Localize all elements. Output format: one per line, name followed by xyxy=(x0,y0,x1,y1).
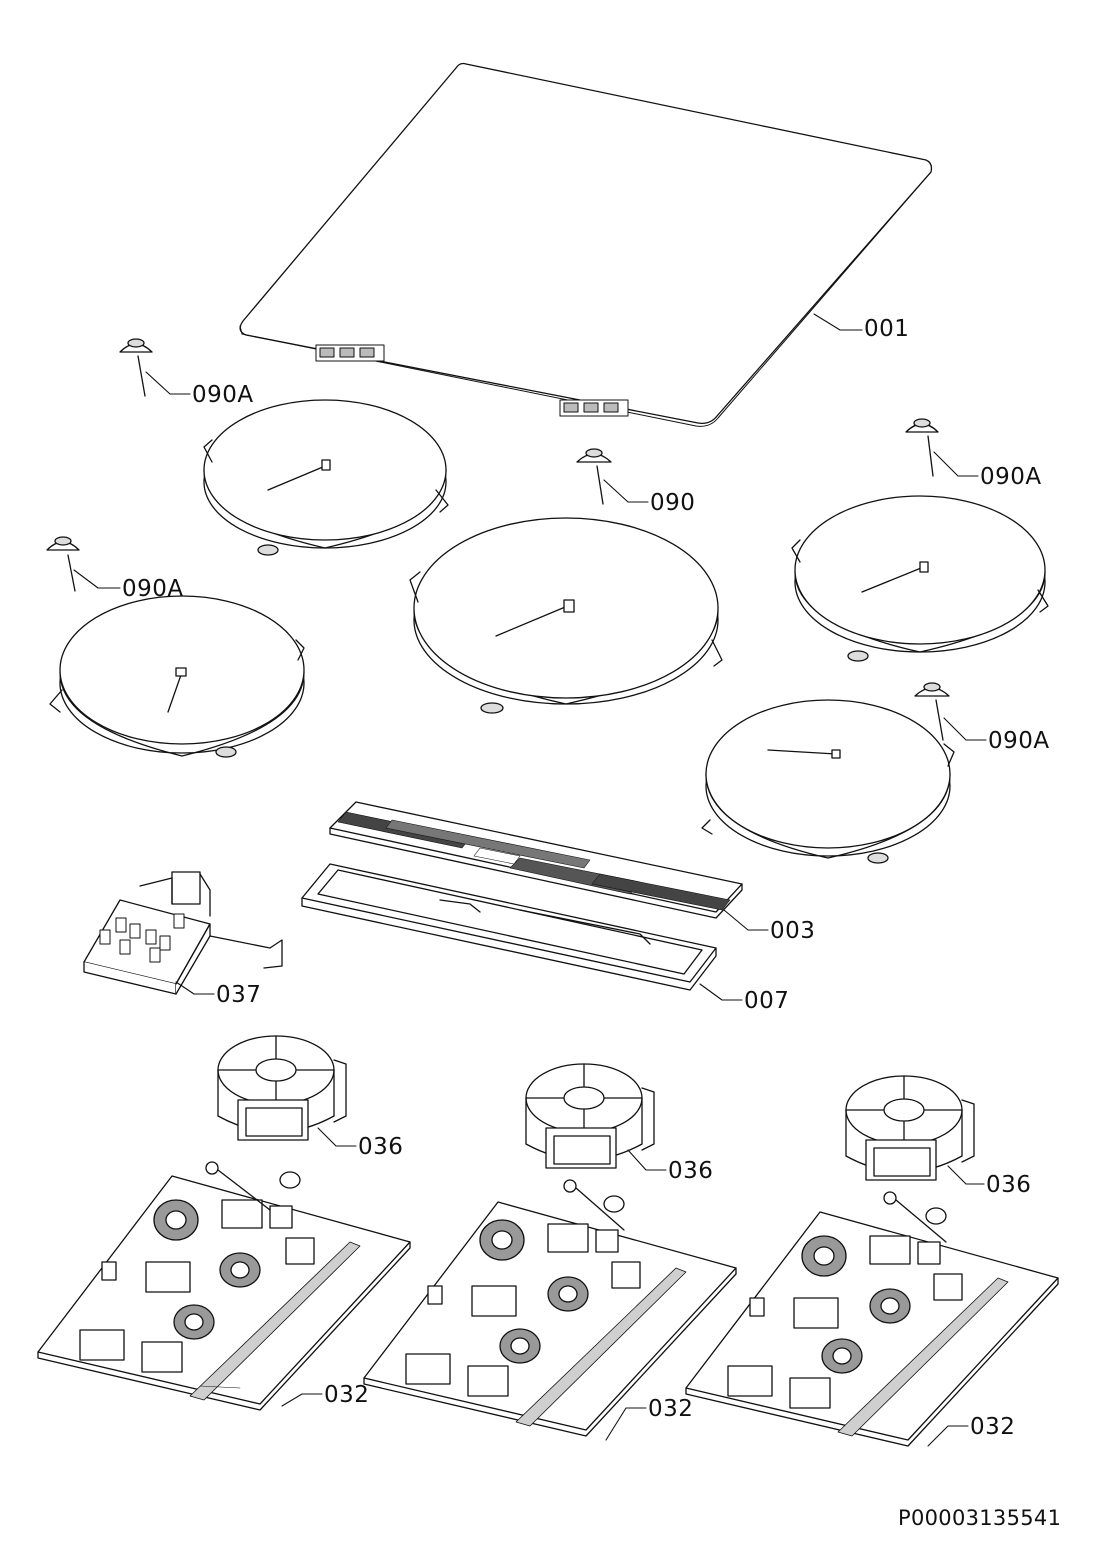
cooling-fan xyxy=(217,1035,347,1141)
temperature-sensor xyxy=(119,338,153,397)
part-label-terminal-block: 037 xyxy=(216,982,262,1008)
temperature-sensor xyxy=(46,536,80,592)
induction-coil xyxy=(701,699,955,864)
temperature-sensor xyxy=(576,448,612,505)
control-frame xyxy=(301,863,717,991)
cooling-fan xyxy=(845,1075,975,1181)
induction-coil xyxy=(409,517,723,714)
part-label-sensor-left-top: 090A xyxy=(192,382,254,408)
part-label-power-board-left: 032 xyxy=(324,1382,370,1408)
part-label-control-board: 003 xyxy=(770,918,816,944)
document-id: P00003135541 xyxy=(898,1506,1062,1530)
power-board xyxy=(363,1179,737,1437)
part-label-power-board-right: 032 xyxy=(970,1414,1016,1440)
part-label-control-frame: 007 xyxy=(744,988,790,1014)
part-label-glass-top: 001 xyxy=(864,316,910,342)
glass-bracket xyxy=(315,344,385,362)
part-label-sensor-right-low: 090A xyxy=(988,728,1050,754)
power-board xyxy=(37,1161,411,1411)
part-label-sensor-right-top: 090A xyxy=(980,464,1042,490)
glass-bracket xyxy=(559,399,629,417)
cooling-fan xyxy=(525,1063,655,1169)
part-label-fan-center: 036 xyxy=(668,1158,714,1184)
induction-coil xyxy=(203,399,449,556)
part-label-sensor-left-mid: 090A xyxy=(122,576,184,602)
leader-lines xyxy=(73,313,987,1447)
part-label-sensor-center: 090 xyxy=(650,490,696,516)
control-board xyxy=(329,801,743,919)
glass-top-plate xyxy=(239,62,933,427)
induction-coil xyxy=(49,595,305,758)
part-label-fan-right: 036 xyxy=(986,1172,1032,1198)
part-label-fan-left: 036 xyxy=(358,1134,404,1160)
terminal-block xyxy=(83,871,283,995)
power-board xyxy=(685,1191,1059,1447)
induction-coil xyxy=(791,495,1049,662)
part-label-power-board-center: 032 xyxy=(648,1396,694,1422)
temperature-sensor xyxy=(914,682,950,741)
temperature-sensor xyxy=(905,418,939,477)
